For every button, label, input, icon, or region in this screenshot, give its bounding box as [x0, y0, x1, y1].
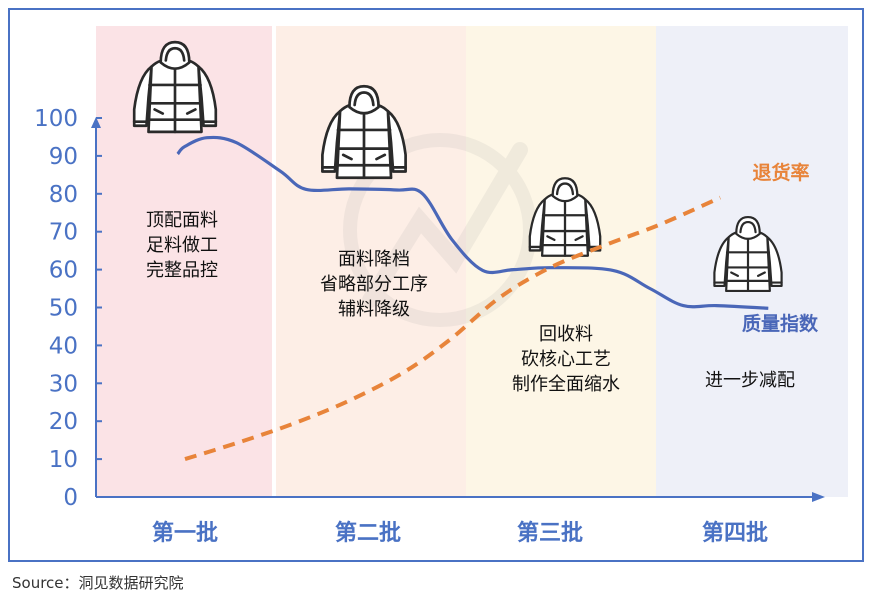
y-tick-label: 50: [49, 296, 78, 322]
annotation-line: 省略部分工序: [320, 274, 428, 295]
x-axis-arrow: [812, 492, 825, 502]
series-label-quality: 质量指数: [742, 312, 819, 335]
y-tick-label: 40: [49, 333, 78, 359]
x-tick-label: 第二批: [335, 520, 401, 546]
source-note: Source：洞见数据研究院: [12, 574, 184, 592]
annotation-line: 砍核心工艺: [521, 349, 611, 370]
annotation-line: 辅料降级: [338, 299, 410, 320]
y-tick-label: 0: [63, 485, 78, 511]
y-tick-label: 20: [49, 409, 78, 435]
x-tick-label: 第一批: [152, 520, 218, 546]
y-tick-label: 10: [49, 447, 78, 473]
annotation-line: 顶配面料: [146, 210, 218, 231]
y-tick-label: 80: [49, 182, 78, 208]
series-label-return-rate: 退货率: [752, 161, 809, 184]
x-tick-label: 第三批: [517, 520, 583, 546]
y-tick-label: 60: [49, 258, 78, 284]
series-line-2: [184, 195, 722, 462]
annotation-line: 进一步减配: [705, 370, 795, 391]
annotation-line: 面料降档: [338, 249, 410, 270]
series-line-1: [176, 135, 769, 310]
annotation-line: 完整品控: [146, 260, 218, 281]
y-tick-label: 100: [34, 106, 78, 132]
annotation-line: 制作全面缩水: [512, 374, 620, 395]
annotation-line: 回收料: [539, 324, 593, 345]
y-tick-label: 30: [49, 371, 78, 397]
y-tick-label: 90: [49, 144, 78, 170]
y-axis-arrow: [91, 117, 101, 128]
x-tick-label: 第四批: [702, 520, 768, 546]
annotation-line: 足料做工: [146, 235, 218, 256]
y-tick-label: 70: [49, 220, 78, 246]
